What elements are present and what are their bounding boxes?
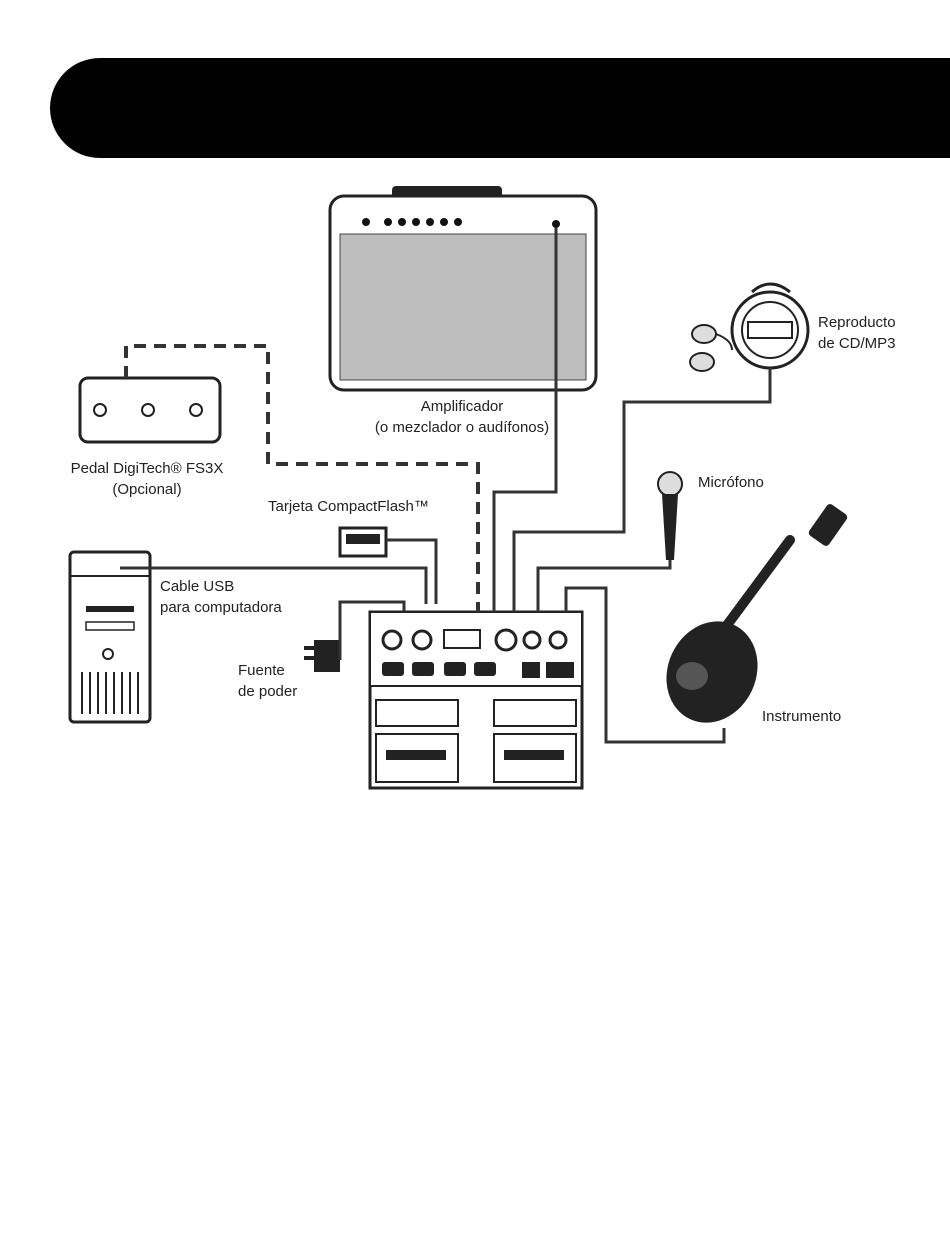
microphone-icon xyxy=(658,472,682,560)
processor-device-icon xyxy=(370,612,582,788)
instrument-label: Instrumento xyxy=(762,706,841,727)
footswitch-icon xyxy=(80,378,220,442)
computer-icon xyxy=(70,552,150,722)
guitar-icon xyxy=(650,503,849,738)
footswitch-label: Pedal DigiTech® FS3X(Opcional) xyxy=(54,458,240,500)
amplifier-label: Amplificador(o mezclador o audífonos) xyxy=(320,396,604,438)
compactflash-label: Tarjeta CompactFlash™ xyxy=(268,496,429,517)
microphone-label: Micrófono xyxy=(698,472,764,493)
compactflash-card-icon xyxy=(340,528,386,556)
cd-player-icon xyxy=(690,284,808,371)
power-supply-icon xyxy=(304,640,340,672)
